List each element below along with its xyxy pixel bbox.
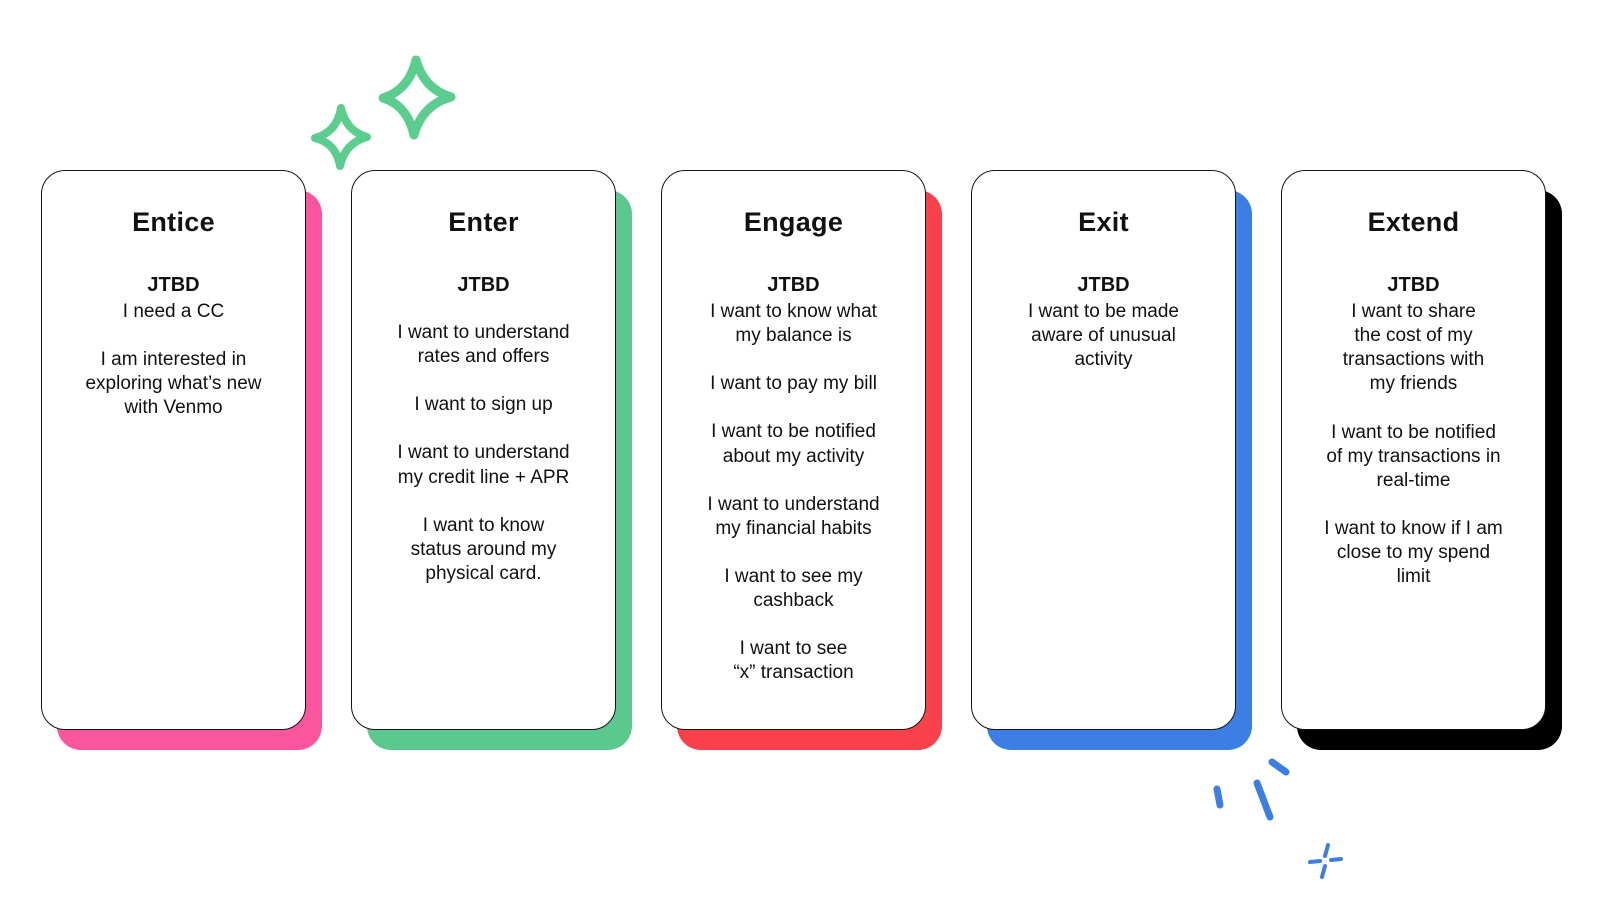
- jtbd-label: JTBD: [767, 274, 820, 296]
- card-title: Extend: [1367, 207, 1460, 237]
- jtbd-label: JTBD: [147, 274, 200, 296]
- cards-row: Entice JTBD I need a CC I am interested i…: [41, 170, 1546, 730]
- sparkle-icon: [311, 55, 456, 170]
- plus-sparkle-icon: [1308, 843, 1343, 879]
- card-body: JTBD I want to know what my balance is I …: [682, 274, 905, 685]
- jtbd-item: I want to know if I am close to my spend…: [1324, 517, 1503, 588]
- card-body: JTBD I want to understand rates and offe…: [372, 274, 595, 586]
- jtbd-item: I want to know status around my physical…: [410, 514, 557, 584]
- card-title: Engage: [743, 207, 844, 237]
- jtbd-item: I want to understand rates and offers: [397, 322, 570, 368]
- jtbd-item: I want to understand my financial habits: [707, 493, 880, 539]
- card-body: JTBD I need a CC I am interested in explo…: [62, 274, 285, 421]
- jtbd-item: I want to see “x” transaction: [733, 638, 854, 684]
- journey-card-extend: Extend JTBD I want to share the cost of …: [1281, 170, 1546, 730]
- jtbd-item: I want to sign up: [414, 394, 553, 416]
- jtbd-item: I want to be notified about my activity: [711, 421, 876, 467]
- journey-card-exit: Exit JTBD I want to be made aware of unu…: [971, 170, 1236, 730]
- jtbd-item: I want to know what my balance is: [710, 301, 877, 347]
- jtbd-label: JTBD: [1387, 274, 1440, 296]
- jtbd-label: JTBD: [457, 274, 510, 296]
- card-body: JTBD I want to share the cost of my tran…: [1302, 274, 1525, 589]
- journey-card-engage: Engage JTBD I want to know what my balan…: [661, 170, 926, 730]
- journey-card-entice: Entice JTBD I need a CC I am interested i…: [41, 170, 306, 730]
- jtbd-item: I need a CC: [122, 301, 225, 322]
- jtbd-item: I want to understand my credit line + AP…: [397, 442, 570, 488]
- jtbd-item: I want to pay my bill: [710, 373, 877, 395]
- jtbd-item: I want to see my cashback: [724, 565, 863, 611]
- journey-card-enter: Enter JTBD I want to understand rates an…: [351, 170, 616, 730]
- jtbd-item: I want to be notified of my transactions…: [1326, 421, 1501, 491]
- card-title: Entice: [132, 207, 215, 237]
- card-body: JTBD I want to be made aware of unusual …: [992, 274, 1215, 372]
- jtbd-item: I want to be made aware of unusual activ…: [1027, 301, 1180, 371]
- jtbd-item: I am interested in exploring what’s new …: [85, 349, 262, 419]
- card-title: Enter: [448, 207, 519, 237]
- burst-icon: [1213, 758, 1290, 821]
- card-title: Exit: [1078, 207, 1129, 237]
- jtbd-item: I want to share the cost of my transacti…: [1342, 301, 1485, 395]
- jtbd-label: JTBD: [1077, 274, 1130, 296]
